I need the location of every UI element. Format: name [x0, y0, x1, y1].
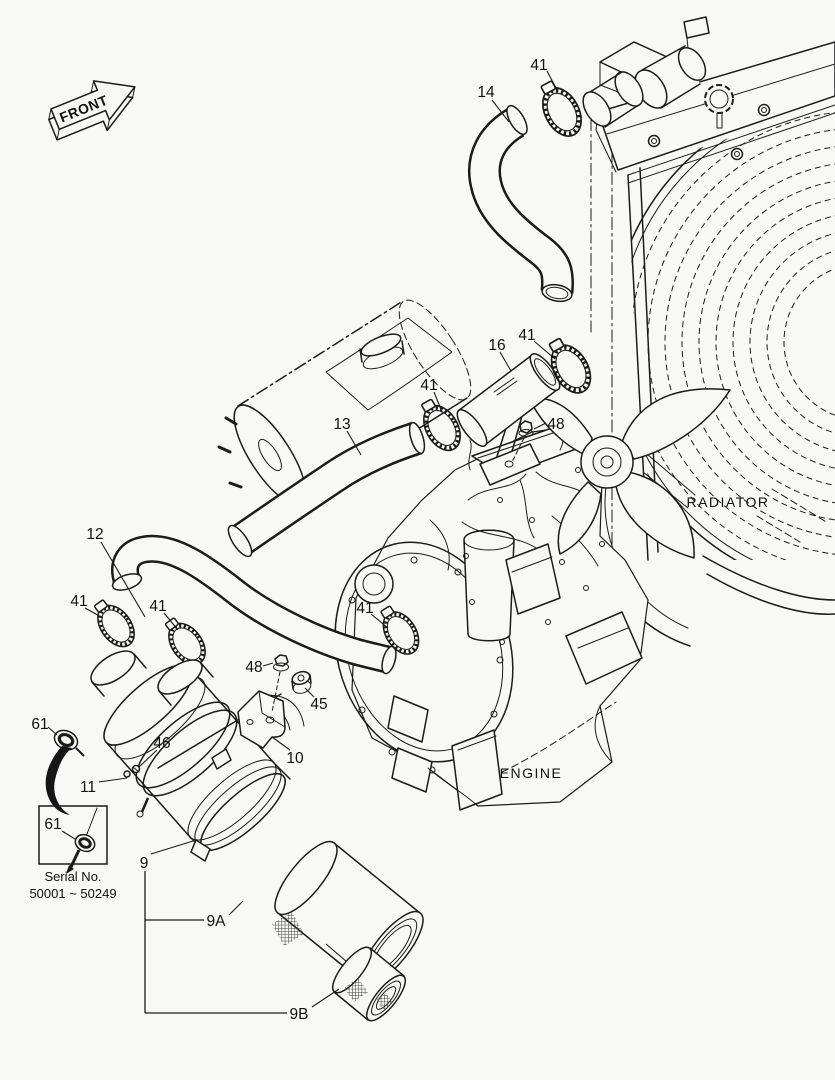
radiator-bolt-icon — [647, 103, 771, 161]
callout-48-bracket-bolt: 48 — [245, 659, 262, 676]
callout-labels: 41 14 41 16 41 13 48 12 41 41 41 48 45 1… — [31, 57, 564, 1023]
filter-elements-illustration — [272, 840, 424, 1022]
hose-clamp-icon — [85, 592, 144, 656]
callout-12-lower-hose: 12 — [86, 526, 103, 543]
callout-48-tube-bracket-bolt: 48 — [547, 416, 564, 433]
dust-indicator-61-inset — [66, 833, 96, 874]
bolt-48-tube-bracket — [511, 420, 534, 463]
callout-leader-lines — [47, 70, 558, 783]
hose-12-illustration — [111, 534, 397, 675]
callout-41-hose14-clamp: 41 — [530, 57, 547, 74]
callout-41-hose12-end-clamp: 41 — [356, 600, 373, 617]
filter-mesh-hatch — [376, 993, 393, 1010]
hose-clamp-icon — [530, 73, 591, 145]
callout-41-tube-right-clamp: 41 — [518, 327, 535, 344]
serial-pointer-arrow-icon — [45, 746, 72, 815]
dust-indicator-61 — [53, 729, 85, 757]
bolt-48-bracket — [271, 654, 289, 713]
engine-area-label: ENGINE — [500, 765, 563, 781]
callout-46-screw: 46 — [153, 735, 170, 752]
hose-14-illustration — [468, 104, 574, 303]
callout-9b-inner-element: 9B — [290, 1006, 309, 1023]
cooling-fan-illustration — [529, 388, 731, 559]
callout-41-port1-clamp: 41 — [70, 593, 87, 610]
callout-10-mounting-bracket: 10 — [286, 750, 304, 767]
callout-bracket-lines — [144, 840, 340, 1014]
radiator-illustration — [582, 16, 835, 647]
callout-41-port2-clamp: 41 — [149, 598, 166, 615]
mounting-bracket-illustration — [237, 654, 312, 749]
filter-mesh-hatch — [272, 912, 304, 946]
serial-no-title: Serial No. — [44, 869, 101, 884]
callout-9-air-cleaner: 9 — [140, 855, 149, 872]
intake-tube-illustration — [456, 353, 561, 486]
hose-13-illustration — [227, 421, 426, 558]
callout-61-dust-indicator: 61 — [31, 716, 48, 733]
callout-13-middle-hose: 13 — [333, 416, 350, 433]
air-cleaner-illustration — [53, 650, 305, 862]
callout-45-nut: 45 — [310, 696, 327, 713]
callout-41-tube-left-clamp: 41 — [420, 377, 437, 394]
serial-no-range: 50001 ~ 50249 — [29, 886, 116, 901]
front-arrow: FRONT — [48, 80, 136, 141]
radiator-area-label: RADIATOR — [686, 494, 769, 510]
callout-14-upper-hose: 14 — [477, 84, 495, 101]
serial-plate-callout-61: 61 — [44, 816, 61, 833]
serial-plate: 61 Serial No. 50001 ~ 50249 — [29, 746, 117, 901]
nut-45 — [291, 670, 312, 694]
callout-11-band-clamp: 11 — [80, 779, 96, 796]
filter-mesh-hatch — [344, 978, 368, 1002]
muffler-illustration — [217, 299, 472, 506]
callout-9a-outer-element: 9A — [207, 913, 227, 930]
callout-16-intake-tube: 16 — [488, 337, 505, 354]
